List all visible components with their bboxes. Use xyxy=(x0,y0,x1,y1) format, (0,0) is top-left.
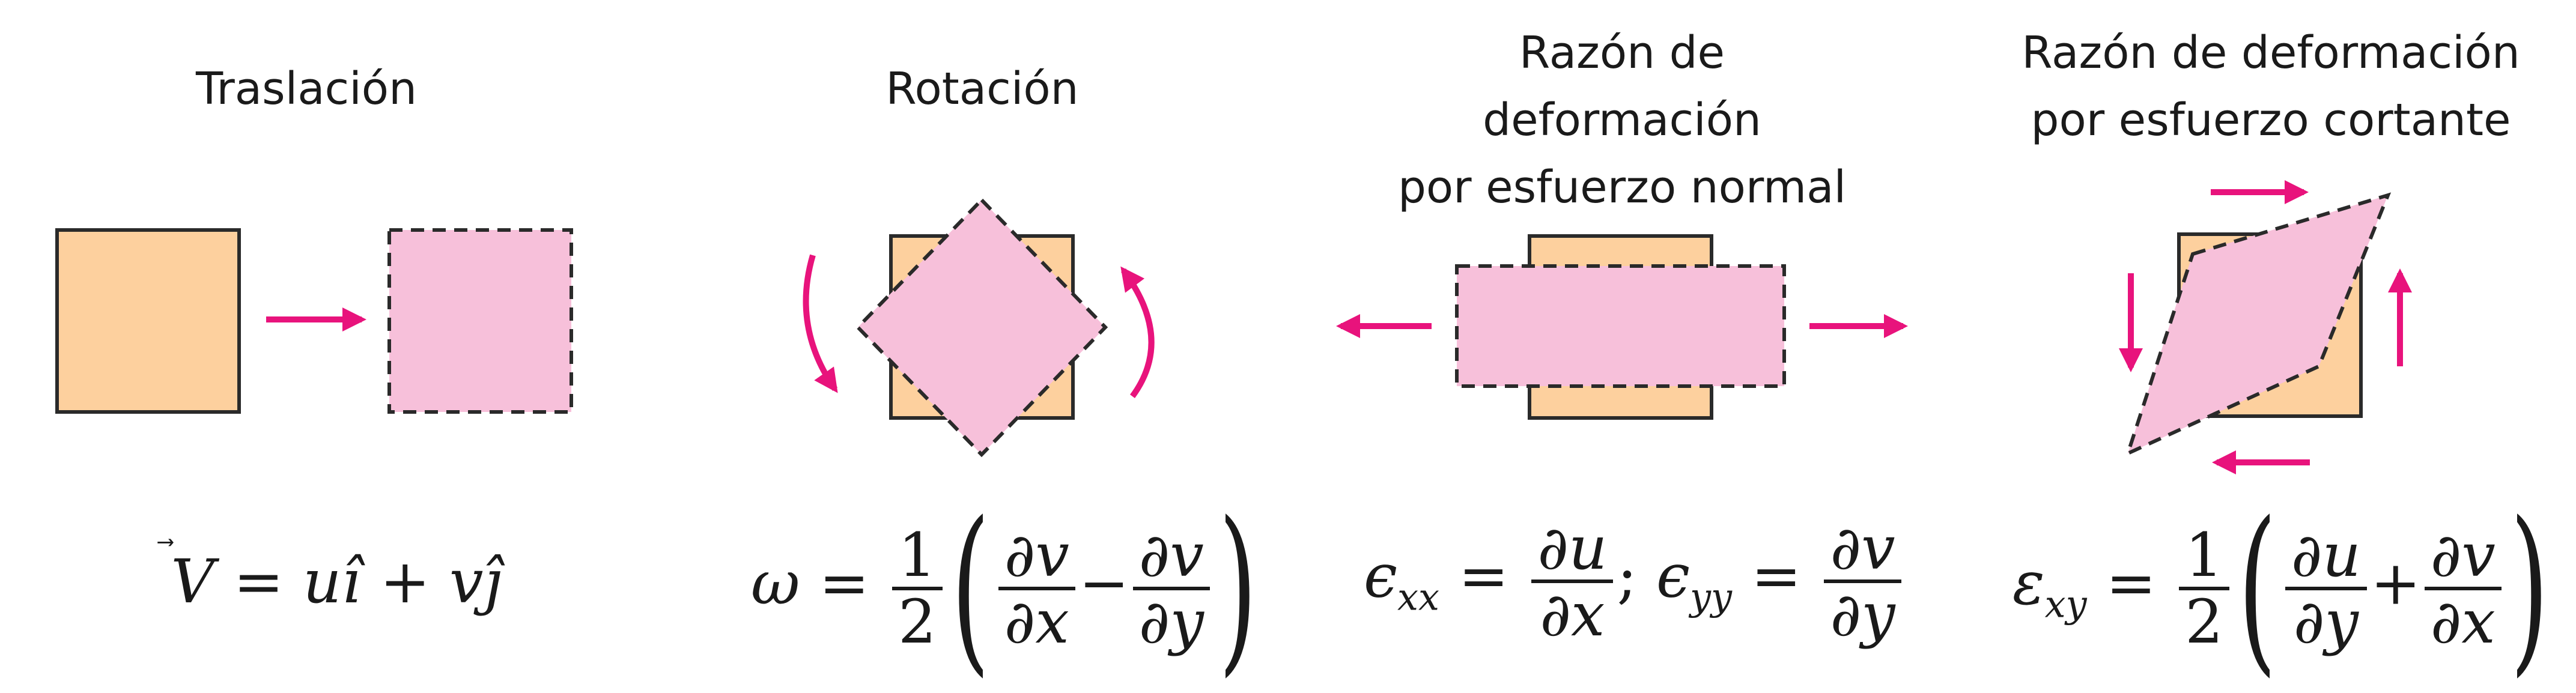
omega-symbol: ω xyxy=(751,548,800,619)
equals-sign: = xyxy=(2106,548,2157,619)
panel-title-rotation: Rotación xyxy=(814,55,1150,123)
title-line: por esfuerzo cortante xyxy=(2031,94,2511,146)
title-line: por esfuerzo normal xyxy=(1397,162,1847,213)
normal-strain-diagram xyxy=(1336,234,1908,420)
fraction-dv-dx: ∂v∂x xyxy=(998,524,1075,653)
epsilon-symbol: ϵ xyxy=(1364,540,1398,611)
denominator: ∂y xyxy=(2293,587,2359,657)
rotation-diagram xyxy=(803,197,1155,458)
epsilon-symbol: ε xyxy=(2012,548,2045,619)
denominator: ∂x xyxy=(1540,580,1605,650)
formula-normal-strain: ϵxx = ∂u∂x; ϵyy = ∂v∂y xyxy=(1364,516,1901,650)
denominator: ∂x xyxy=(2430,587,2496,657)
subscript: xx xyxy=(1397,575,1439,619)
title-line: Razón de deformación xyxy=(2022,27,2520,79)
translated-square xyxy=(387,228,573,414)
term-u: u xyxy=(303,546,342,617)
translation-diagram xyxy=(55,228,573,414)
panel-title-shear-strain: Razón de deformación por esfuerzo cortan… xyxy=(2012,19,2529,154)
equals-sign: = xyxy=(819,548,870,619)
rotated-square xyxy=(855,197,1108,458)
numerator: ∂v xyxy=(998,524,1075,590)
fraction-dv-dx: ∂v∂x xyxy=(2424,524,2502,657)
formula-translation: ⃗ V = uî + vĵ xyxy=(168,546,505,617)
numerator: ∂v xyxy=(1824,516,1901,583)
numerator: ∂u xyxy=(2285,524,2367,590)
sheared-parallelogram xyxy=(2125,192,2392,457)
numerator: ∂v xyxy=(1132,524,1210,590)
separator: ; xyxy=(1617,540,1638,611)
subscript: yy xyxy=(1689,575,1733,619)
rotation-arrow-right xyxy=(1120,266,1155,398)
left-paren: ( xyxy=(950,483,990,693)
denominator: ∂y xyxy=(1830,580,1895,650)
fraction-dv-dy: ∂v∂y xyxy=(1824,516,1901,646)
plus-sign: + xyxy=(2370,548,2421,619)
panel-title-translation: Traslación xyxy=(138,55,475,123)
equals-sign: = xyxy=(1751,540,1802,611)
velocity-vector: ⃗ V xyxy=(171,546,214,617)
numerator: ∂u xyxy=(1531,516,1614,583)
denominator: 2 xyxy=(898,587,937,657)
minus-sign: − xyxy=(1078,548,1129,619)
equals-sign: = xyxy=(233,546,284,617)
original-square xyxy=(55,228,241,414)
denominator: ∂y xyxy=(1138,587,1204,657)
plus-sign: + xyxy=(380,546,431,617)
title-line: Razón de deformación xyxy=(1483,27,1761,146)
right-paren: ) xyxy=(1218,483,1257,693)
numerator: 1 xyxy=(2179,524,2229,590)
numerator: ∂v xyxy=(2424,524,2502,590)
diagram-canvas xyxy=(55,180,2412,474)
stretched-rectangle xyxy=(1455,264,1786,388)
equals-sign: = xyxy=(1458,540,1509,611)
fraction-du-dx: ∂u∂x xyxy=(1531,516,1614,650)
title-line: Rotación xyxy=(886,63,1079,115)
title-line: Traslación xyxy=(196,63,417,115)
denominator: ∂x xyxy=(1004,587,1069,657)
j-hat: ĵ xyxy=(483,546,502,617)
rotation-arrow-left xyxy=(803,254,838,393)
numerator: 1 xyxy=(892,524,943,590)
shear-strain-diagram xyxy=(2119,180,2412,474)
panel-title-normal-strain: Razón de deformación por esfuerzo normal xyxy=(1376,19,1868,221)
epsilon-symbol: ϵ xyxy=(1656,540,1690,611)
fraction-dv-dy: ∂v∂y xyxy=(1132,524,1210,657)
fraction-du-dy: ∂u∂y xyxy=(2285,524,2367,653)
right-paren: ) xyxy=(2510,483,2549,693)
velocity-symbol: V xyxy=(171,546,214,617)
subscript: xy xyxy=(2044,582,2087,626)
left-paren: ( xyxy=(2238,483,2277,693)
denominator: 2 xyxy=(2185,587,2223,657)
i-hat: î xyxy=(341,546,361,617)
term-v: v xyxy=(449,546,484,617)
